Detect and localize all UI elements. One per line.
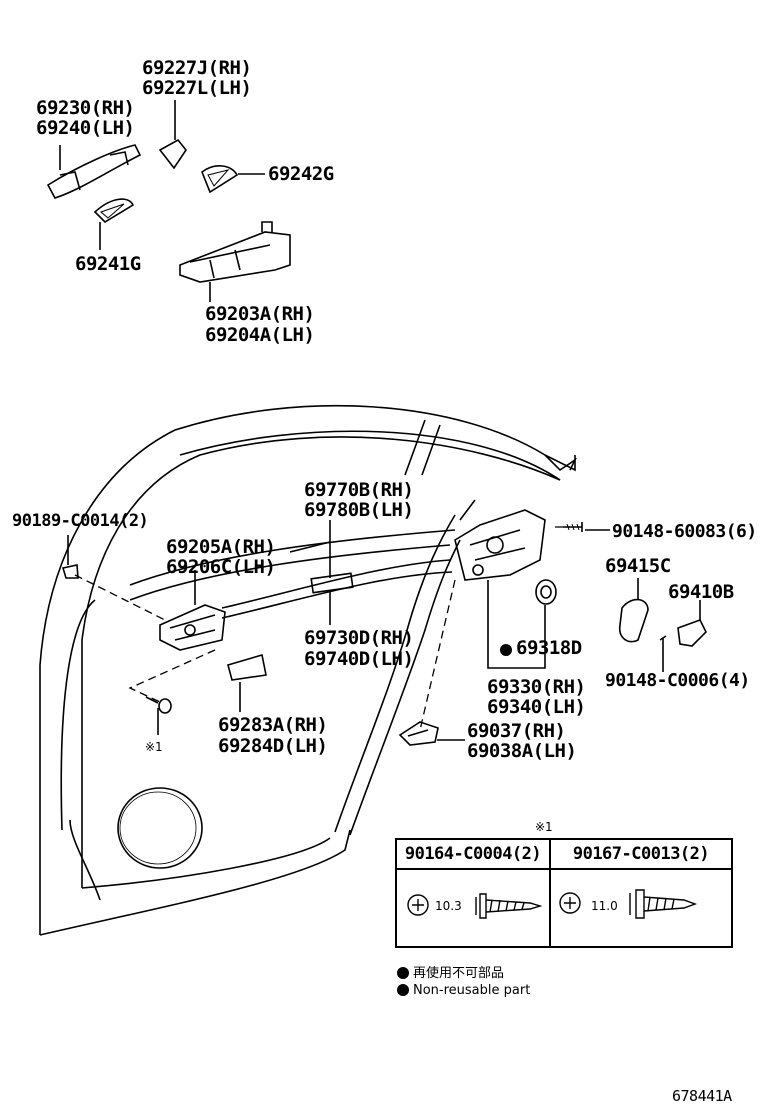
legend-jp: 再使用不可部品 (397, 962, 504, 981)
leader-69330 (487, 580, 546, 669)
frame-69203a (179, 221, 291, 283)
legend-jp-text: 再使用不可部品 (413, 966, 505, 981)
grommet-69283a (227, 653, 267, 681)
label-69770b: 69770B(RH) (304, 479, 414, 501)
screw-reference-table: 90164-C0004(2) 90167-C0013(2) 10.3 11.0 (395, 838, 733, 948)
label-69415c: 69415C (605, 555, 671, 577)
table-header-2: 90167-C0013(2) (549, 838, 733, 870)
assembly-guide-lines (74, 526, 570, 731)
leader-69770b-lock (459, 499, 476, 521)
legend-en-text: Non-reusable part (413, 983, 531, 998)
label-69318d-text: 69318D (516, 637, 582, 659)
legend-dot-icon (397, 967, 409, 979)
label-69227j: 69227J(RH) (142, 57, 252, 79)
label-69340: 69340(LH) (487, 696, 586, 718)
label-69330: 69330(RH) (487, 676, 586, 698)
table-header-2-text: 90167-C0013(2) (572, 843, 710, 864)
label-69284d: 69284D(LH) (218, 735, 328, 757)
legend-dot-icon (397, 984, 409, 996)
leader-69205a-cable (289, 541, 331, 553)
label-69037: 69037(RH) (467, 720, 566, 742)
label-69283a: 69283A(RH) (218, 714, 328, 736)
pad-69241g (93, 198, 135, 224)
door-panel-outline (39, 404, 578, 936)
table-cell-2: 11.0 (549, 868, 733, 948)
label-69241g: 69241G (75, 253, 141, 275)
legend-en: Non-reusable part (397, 983, 530, 998)
screw-90148-c0006 (659, 635, 667, 660)
label-ref-mark-table: ※1 (535, 820, 553, 834)
handle-cap-69227 (158, 138, 187, 170)
label-90148-60083: 90148-60083(6) (612, 521, 757, 542)
label-69038a: 69038A(LH) (467, 740, 577, 762)
cable-69730d (221, 559, 453, 619)
pad-69242g (201, 165, 239, 194)
seal-69318d (535, 579, 557, 605)
label-69203a: 69203A(RH) (205, 303, 315, 325)
table-cell-1: 10.3 (395, 868, 551, 948)
clip-90189 (61, 564, 79, 579)
drawing-id: 678441A (672, 1087, 732, 1105)
table-dim-2: 11.0 (591, 899, 618, 913)
screw-ref1 (145, 696, 172, 714)
non-reusable-dot-icon (500, 644, 512, 656)
screw-90148-60083 (563, 522, 583, 532)
label-69410b: 69410B (668, 581, 734, 603)
label-69318d: 69318D (500, 638, 582, 659)
lock-assembly-69330 (454, 509, 546, 581)
table-header-1: 90164-C0004(2) (395, 838, 551, 870)
label-69205a: 69205A(RH) (166, 536, 276, 558)
label-69740d: 69740D(LH) (304, 648, 414, 670)
inside-handle-69205a (159, 604, 226, 651)
speaker-opening (117, 787, 203, 869)
cover-69415c (618, 598, 649, 643)
label-ref-mark: ※1 (145, 740, 163, 754)
table-dim-1: 10.3 (435, 899, 462, 913)
label-90189: 90189-C0014(2) (12, 511, 149, 531)
table-header-1-text: 90164-C0004(2) (404, 843, 542, 864)
label-90148-c0006: 90148-C0006(4) (605, 670, 750, 691)
label-69230: 69230(RH) (36, 97, 135, 119)
label-69227l: 69227L(LH) (142, 77, 252, 99)
label-69204a: 69204A(LH) (205, 324, 315, 346)
label-69242g: 69242G (268, 163, 334, 185)
outside-handle-69230 (46, 144, 142, 199)
label-69730d: 69730D(RH) (304, 627, 414, 649)
cover-69410b (677, 619, 707, 647)
label-69240: 69240(LH) (36, 117, 135, 139)
label-69780b: 69780B(LH) (304, 499, 414, 521)
label-69206c: 69206C(LH) (166, 556, 276, 578)
bracket-69037 (398, 721, 439, 746)
